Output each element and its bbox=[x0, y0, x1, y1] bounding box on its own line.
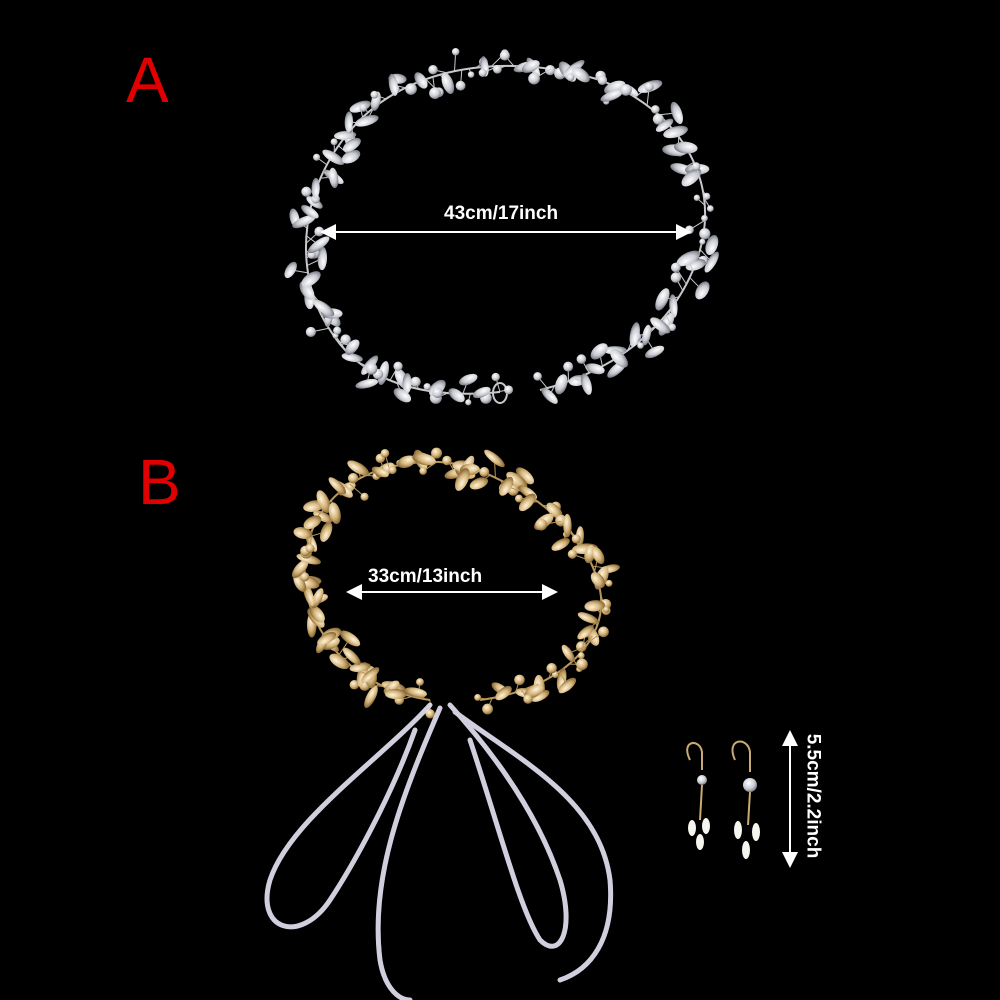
earring-right bbox=[731, 740, 760, 859]
variant-label-b: B bbox=[138, 446, 181, 518]
measurement-headband-b: 33cm/13inch bbox=[368, 566, 483, 587]
variant-label-a: A bbox=[126, 44, 169, 116]
measurement-earring: 5.5cm/2.2inch bbox=[802, 733, 824, 859]
measurement-headband-a: 43cm/17inch bbox=[444, 203, 559, 224]
earrings bbox=[686, 740, 760, 859]
ribbon bbox=[264, 702, 614, 1000]
gold-headband bbox=[291, 447, 620, 719]
silver-headband bbox=[284, 47, 719, 406]
earring-left bbox=[686, 742, 710, 850]
